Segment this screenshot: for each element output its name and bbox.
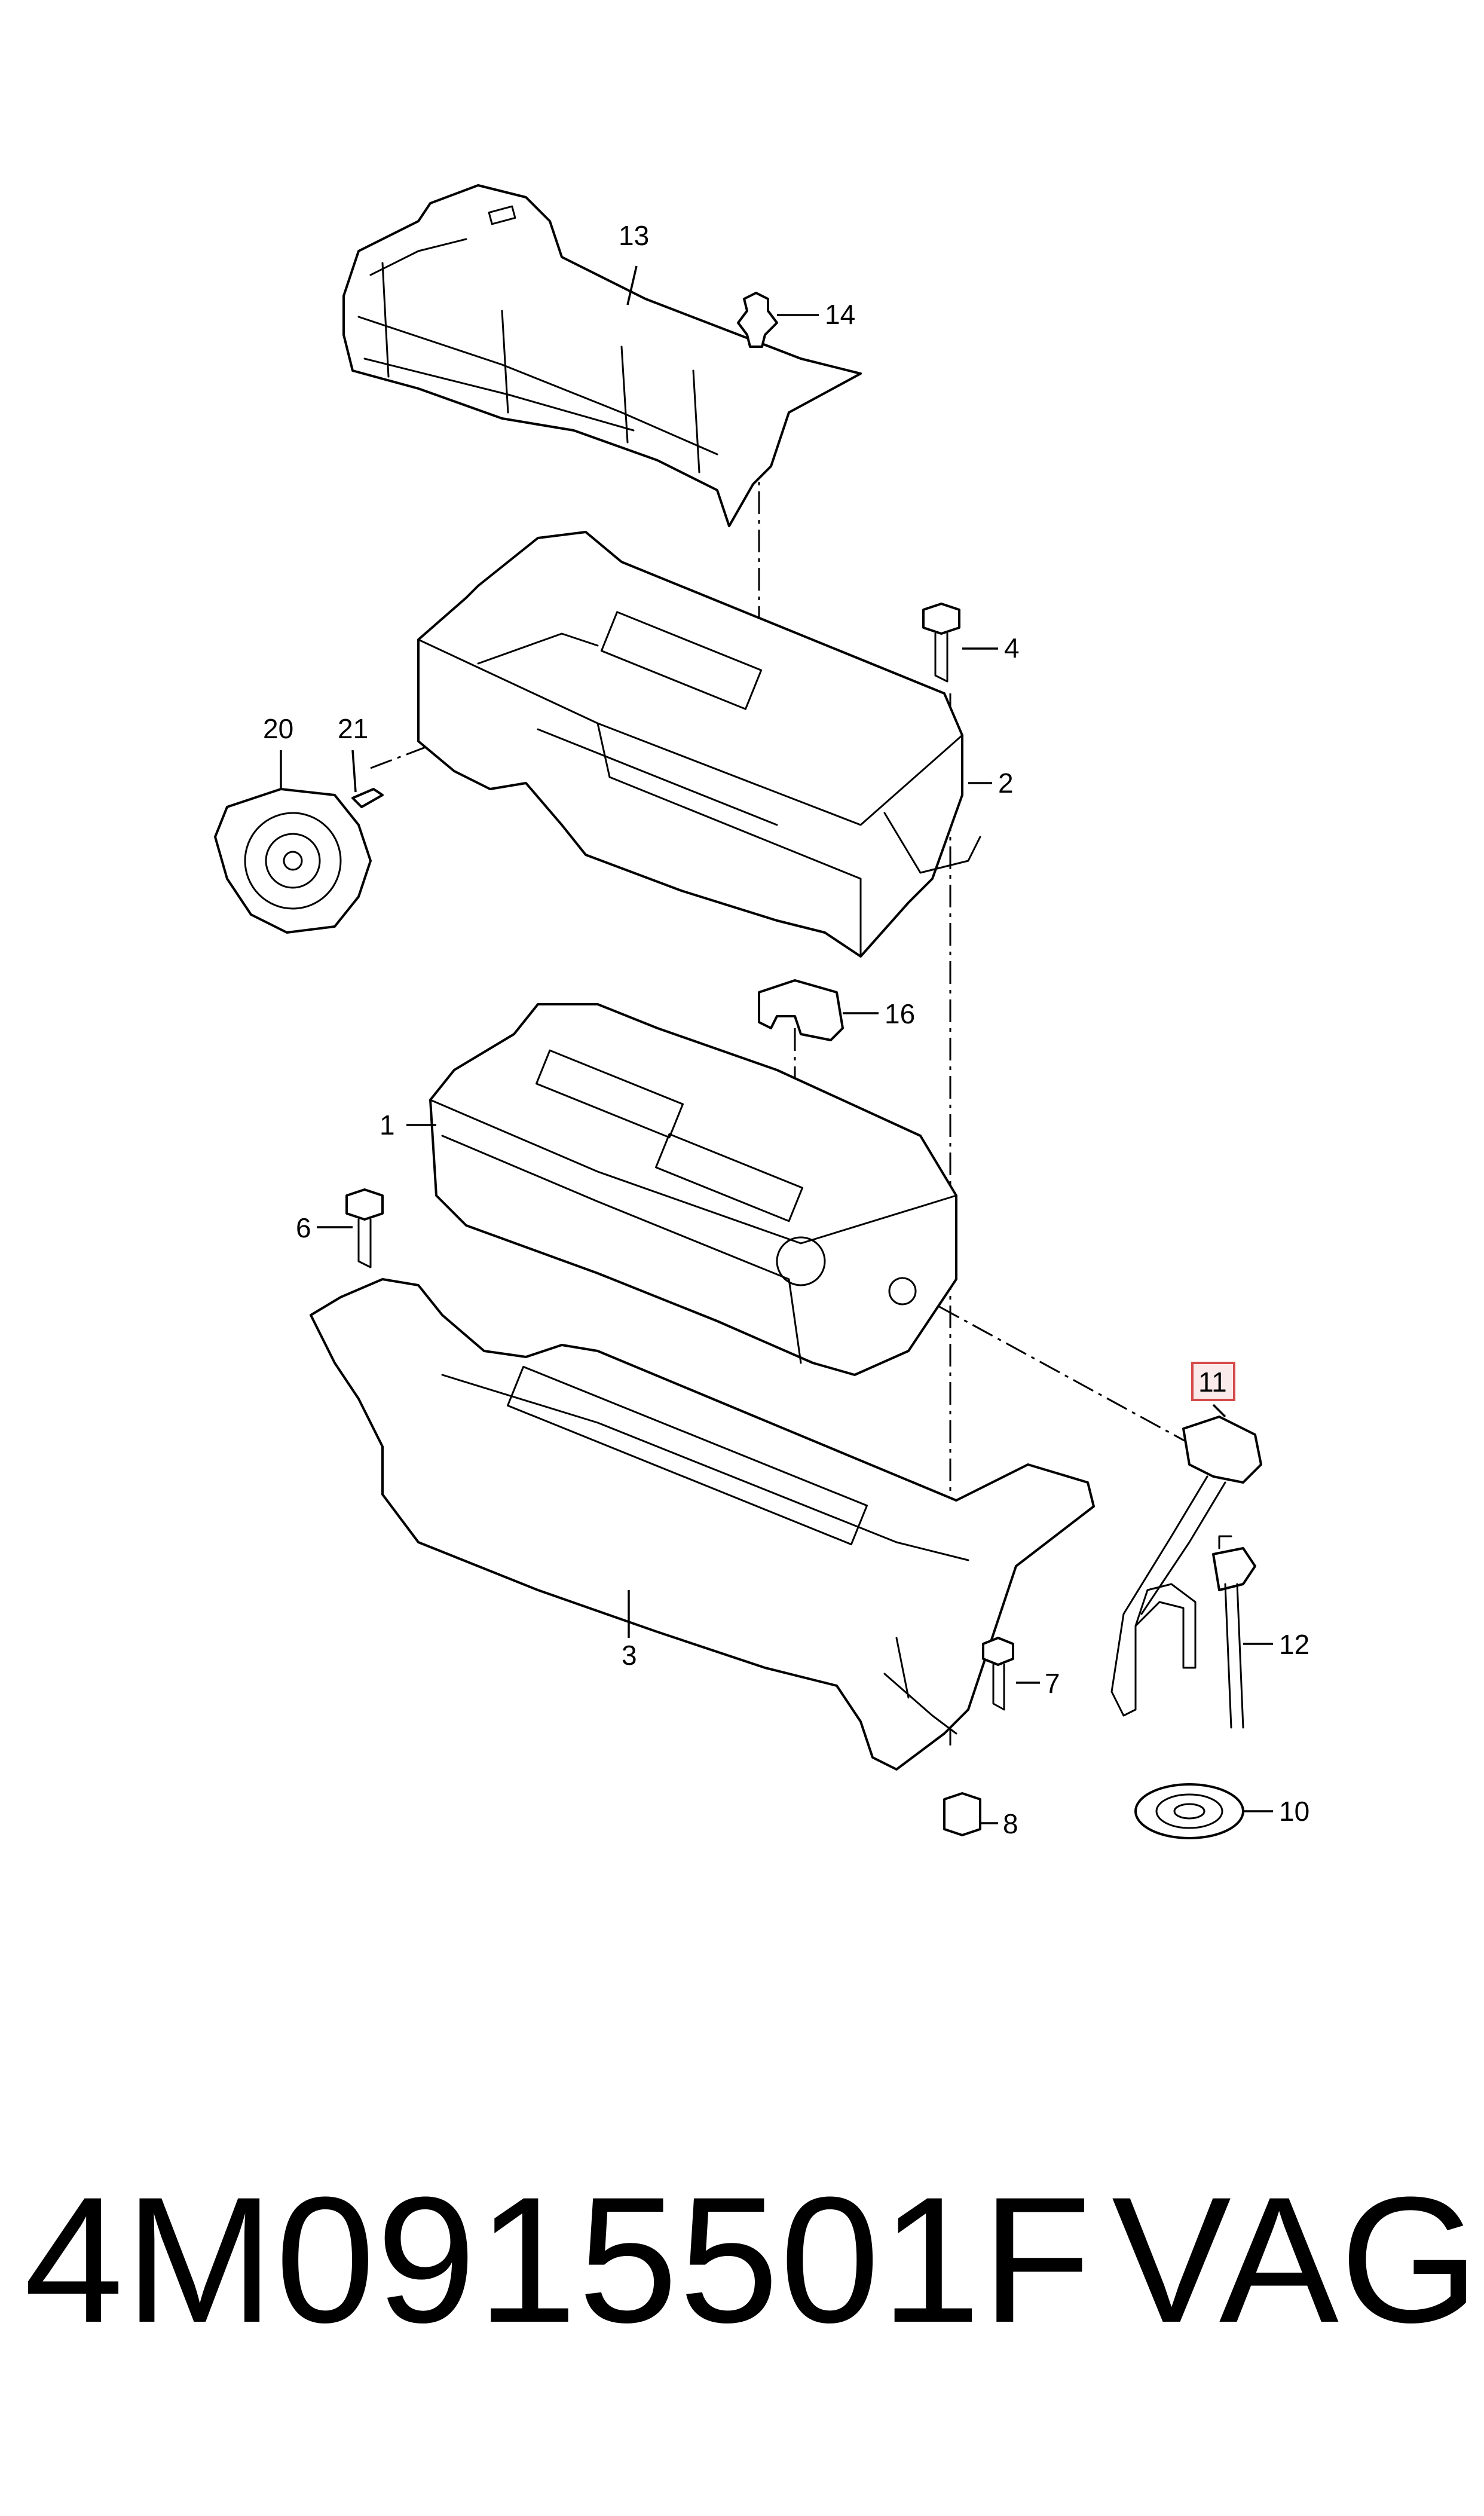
part-12-cable-tie [1212, 1535, 1256, 1729]
callout-13: 13 [619, 220, 649, 251]
callout-1: 1 [380, 1109, 395, 1141]
part-21-screw [351, 788, 384, 808]
callout-4: 4 [1004, 632, 1020, 664]
part-14-clip [737, 292, 778, 348]
callout-7: 7 [1045, 1668, 1060, 1699]
part-8-nut [943, 1792, 981, 1836]
callout-6: 6 [296, 1212, 311, 1243]
part-13-upper-cover [342, 184, 862, 527]
callout-11: 11 [1198, 1366, 1227, 1398]
callout-3: 3 [622, 1640, 637, 1671]
part-3-bottom-plate [310, 1278, 1095, 1771]
part-6-bolt [345, 1188, 384, 1268]
brand-name: VAG [1112, 2159, 1481, 2360]
part-number: 4M0915501F [24, 2159, 1093, 2360]
callout-20: 20 [263, 713, 293, 744]
leader-lines [280, 265, 1273, 1824]
callout-12: 12 [1279, 1629, 1309, 1660]
part-4-bolt [922, 603, 960, 683]
exploded-parts-diagram: 13 14 4 2 20 21 16 1 6 3 7 8 10 12 11 [214, 184, 1309, 1839]
part-10-grommet [1134, 1783, 1244, 1839]
part-7-bolt [982, 1637, 1014, 1711]
callout-21: 21 [338, 713, 368, 744]
part-16-mount [758, 979, 844, 1041]
part-2-housing [417, 531, 981, 958]
part-11-cable [1110, 1416, 1262, 1717]
part-20-sensor [214, 788, 372, 934]
callout-14: 14 [825, 299, 855, 330]
callout-2: 2 [998, 768, 1014, 799]
highlight-box-11 [1191, 1362, 1235, 1401]
callout-labels: 13 14 4 2 20 21 16 1 6 3 7 8 10 12 11 [263, 220, 1309, 1839]
callout-10: 10 [1279, 1796, 1309, 1827]
callout-16: 16 [885, 998, 915, 1029]
callout-8: 8 [1003, 1808, 1018, 1839]
part-1-control-unit [429, 1003, 957, 1376]
